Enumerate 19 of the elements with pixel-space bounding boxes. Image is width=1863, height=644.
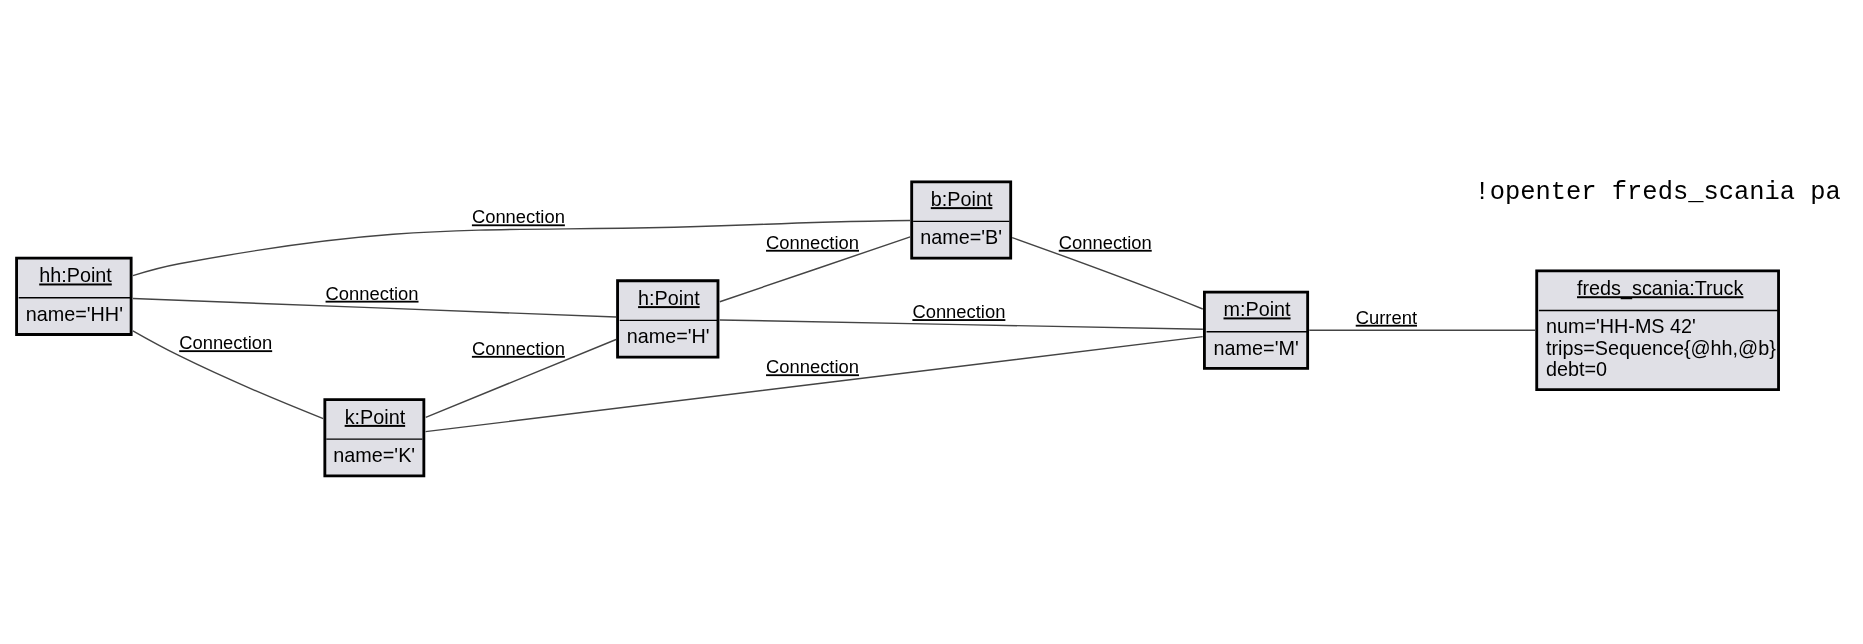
edge-label: Connection [325,282,419,304]
edge-label: Connection [766,231,860,253]
connector [424,335,1204,432]
edge-label: Connection [179,331,273,353]
edge-label: Connection [912,300,1006,322]
connector [1011,236,1204,310]
edge-label: Connection [1058,231,1152,253]
label: !openter freds_scania pa [1474,177,1841,207]
connector [718,318,1204,330]
edge-label: Connection [471,205,565,227]
connector [132,219,911,276]
connector [719,235,911,302]
connector [1308,329,1536,331]
edge-label: Current [1355,306,1418,328]
edge-label: Connection [471,337,565,359]
connector [132,329,324,419]
connector [425,338,617,418]
connector [132,297,617,318]
edge-label: Connection [766,355,860,377]
